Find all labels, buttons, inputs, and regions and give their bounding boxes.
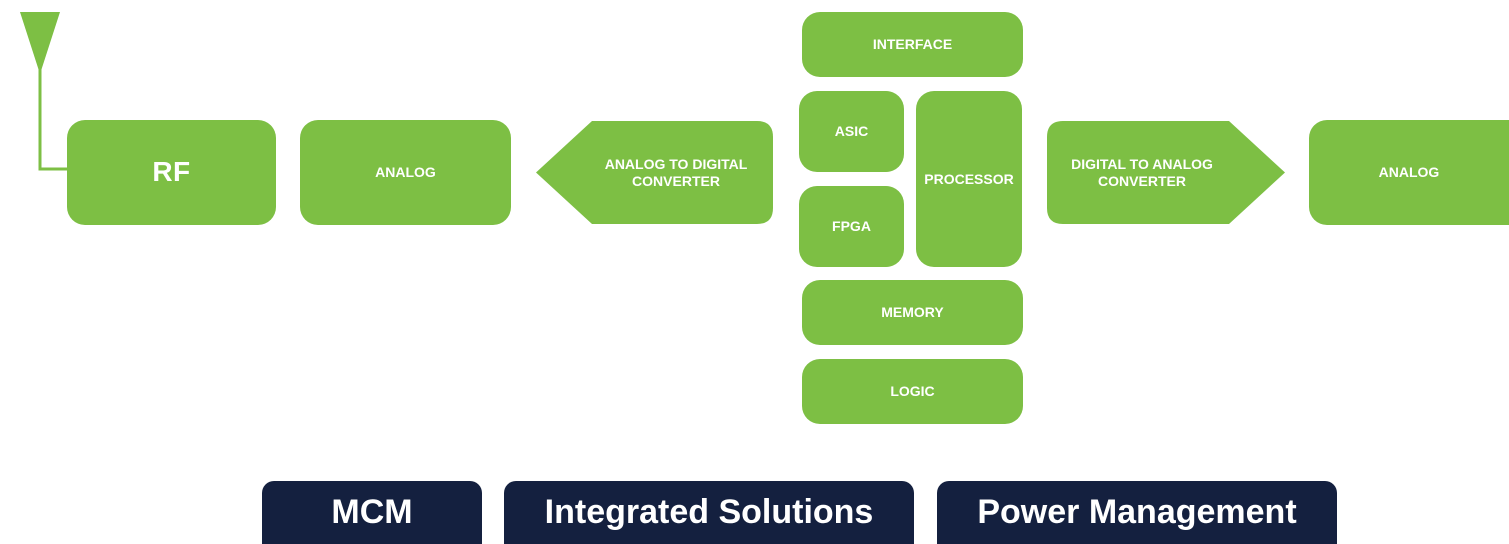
adc-label: ANALOG TO DIGITAL CONVERTER (604, 155, 748, 189)
analog-left-label: ANALOG (375, 164, 436, 181)
rf-block: RF (67, 120, 276, 225)
power-management-pill: Power Management (937, 481, 1337, 544)
fpga-block: FPGA (799, 186, 904, 267)
mcm-label: MCM (331, 493, 413, 531)
asic-label: ASIC (834, 123, 869, 140)
interface-label: INTERFACE (872, 36, 953, 53)
analog-right-block: ANALOG (1309, 120, 1509, 225)
memory-label: MEMORY (881, 304, 944, 321)
mcm-pill: MCM (262, 481, 482, 544)
integrated-solutions-label: Integrated Solutions (544, 493, 874, 531)
integrated-solutions-pill: Integrated Solutions (504, 481, 914, 544)
power-management-label: Power Management (977, 493, 1297, 531)
processor-label: PROCESSOR (924, 170, 1014, 187)
analog-right-label: ANALOG (1378, 164, 1440, 181)
memory-block: MEMORY (802, 280, 1023, 345)
asic-block: ASIC (799, 91, 904, 172)
fpga-label: FPGA (832, 218, 871, 235)
analog-left-block: ANALOG (300, 120, 511, 225)
interface-block: INTERFACE (802, 12, 1023, 77)
logic-label: LOGIC (890, 383, 935, 400)
logic-block: LOGIC (802, 359, 1023, 424)
dac-arrow-shape (1047, 121, 1285, 224)
processor-block: PROCESSOR (916, 91, 1022, 267)
dac-label: DIGITAL TO ANALOG CONVERTER (1071, 155, 1213, 189)
adc-arrow-shape (536, 121, 773, 224)
rf-label: RF (152, 156, 191, 188)
